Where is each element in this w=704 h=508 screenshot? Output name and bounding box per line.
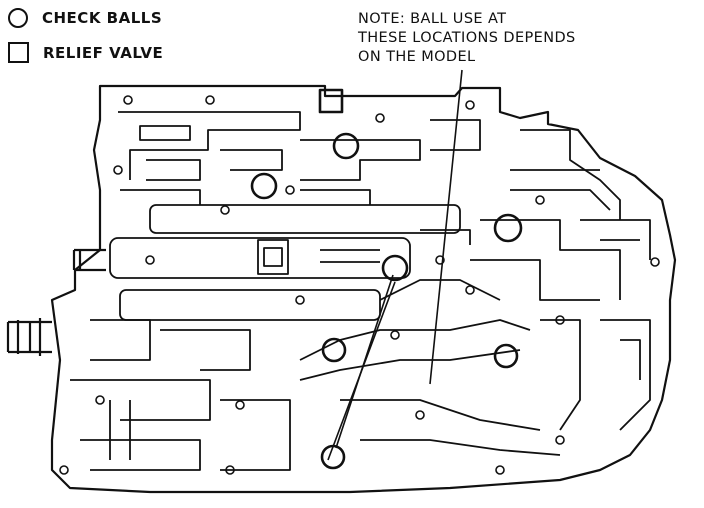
check-ball-5 (321, 337, 347, 363)
check-ball-markers (250, 132, 523, 470)
check-ball-symbol-icon (8, 8, 28, 28)
check-ball-4 (381, 254, 409, 282)
check-ball-1 (332, 132, 360, 160)
valve-block (257, 239, 289, 275)
valve-body-outline (50, 84, 677, 494)
note-line-3: ON THE MODEL (358, 49, 476, 65)
lower-left-tube (6, 318, 52, 356)
spool-bore-middle (109, 237, 411, 279)
spool-bore-lower (119, 289, 381, 321)
upper-left-tube (72, 248, 106, 272)
valve-block-inner (263, 247, 283, 267)
bolt-holes (59, 95, 660, 475)
relief-valve-marker (318, 88, 344, 114)
note-line-2: THESE LOCATIONS DEPENDS (358, 30, 576, 46)
check-ball-2 (250, 172, 278, 200)
legend-relief-valve: RELIEF VALVE (8, 42, 163, 63)
check-ball-3 (493, 213, 523, 243)
note-line-1: NOTE: BALL USE AT (358, 11, 507, 27)
note-leader-lines (327, 69, 463, 461)
oil-passages (70, 111, 651, 471)
check-ball-7 (320, 444, 346, 470)
legend-check-balls: CHECK BALLS (8, 8, 162, 28)
model-note: NOTE: BALL USE AT THESE LOCATIONS DEPEND… (358, 10, 668, 67)
relief-valve-symbol-icon (8, 42, 29, 63)
check-ball-6 (493, 343, 519, 369)
spool-bore-upper (149, 204, 461, 234)
legend-relief-valve-label: RELIEF VALVE (43, 43, 164, 62)
legend-check-balls-label: CHECK BALLS (42, 9, 163, 27)
